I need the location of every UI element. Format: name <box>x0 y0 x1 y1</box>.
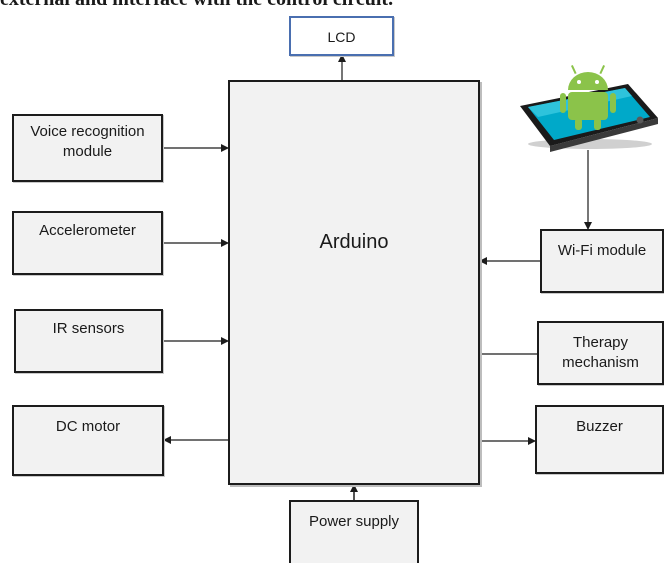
lcd-block: LCD <box>289 16 394 56</box>
arduino-label: Arduino <box>319 231 389 253</box>
ir-sensors-block: IR sensors <box>14 309 163 373</box>
therapy-mechanism-label: Therapy mechanism <box>562 334 639 371</box>
arduino-block: Arduino <box>228 80 480 485</box>
wifi-module-label: Wi-Fi module <box>557 242 647 259</box>
lcd-label: LCD <box>327 29 356 45</box>
power-supply-label: Power supply <box>308 513 400 530</box>
dc-motor-block: DC motor <box>12 405 164 476</box>
android-smartphone-icon <box>520 65 658 152</box>
voice-recognition-block: Voice recognition module <box>12 114 163 182</box>
therapy-mechanism-block: Therapy mechanism <box>537 321 664 385</box>
power-supply-block: Power supply <box>289 500 419 563</box>
wifi-module-block: Wi-Fi module <box>540 229 664 293</box>
ir-sensors-label: IR sensors <box>52 320 125 337</box>
accelerometer-block: Accelerometer <box>12 211 163 275</box>
voice-recognition-label: Voice recognition module <box>30 123 145 160</box>
buzzer-block: Buzzer <box>535 405 664 474</box>
figure-caption: external and interface with the control … <box>0 0 664 10</box>
buzzer-label: Buzzer <box>576 418 623 435</box>
dc-motor-label: DC motor <box>55 418 121 435</box>
accelerometer-label: Accelerometer <box>39 222 136 239</box>
